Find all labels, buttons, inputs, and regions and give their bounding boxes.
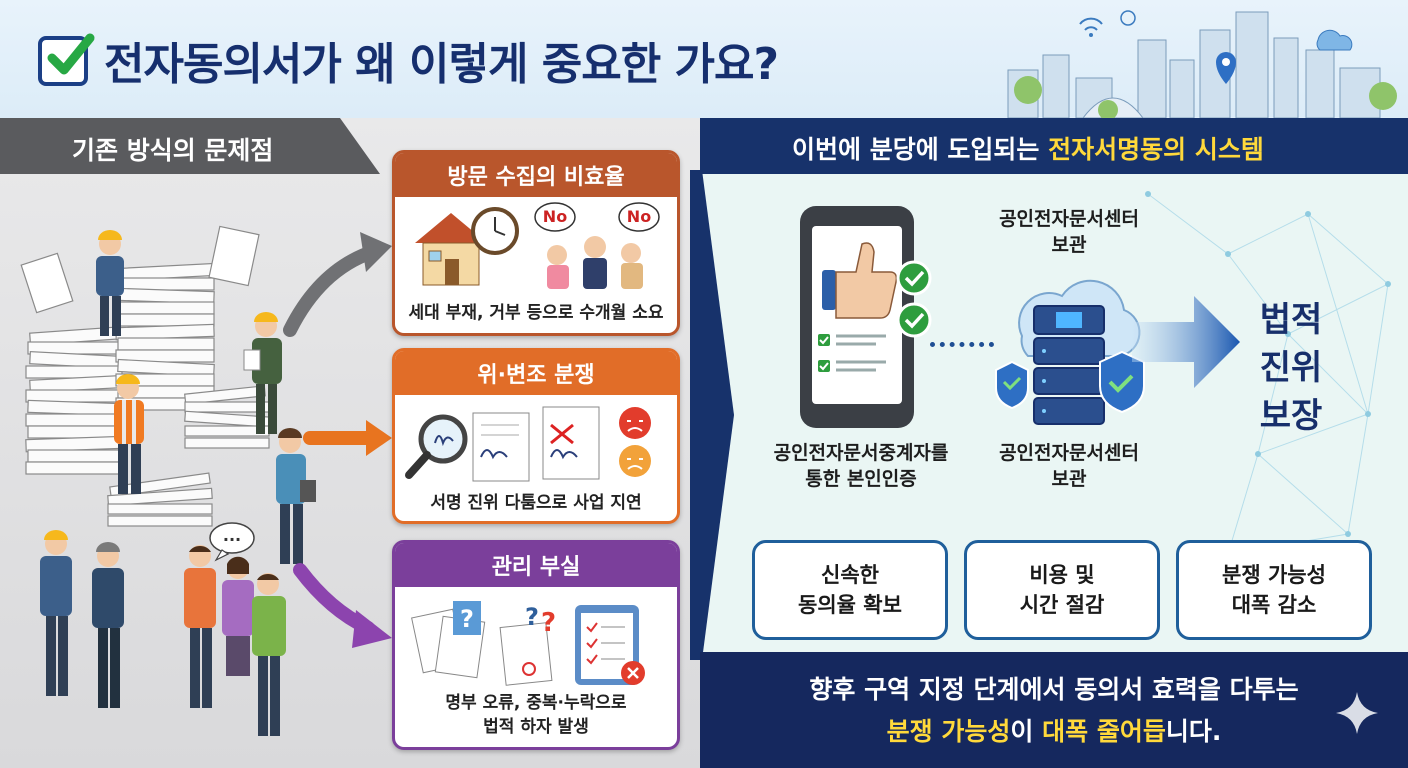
center-top-line1: 공인전자문서센터 [999, 208, 1139, 230]
card-mismanagement: 관리 부실 ? ? ? 명부 오류, 중복·누락으로 법적 하자 발생 [392, 540, 680, 750]
dotted-connector [930, 342, 994, 347]
house-clock-family-illustration [415, 202, 660, 289]
no-bubble-1: No [542, 207, 568, 226]
svg-text:?: ? [541, 608, 556, 638]
sparkle-icon [1336, 692, 1378, 734]
card-body: No No 세대 부재, 거부 등으로 수개월 소요 [395, 197, 677, 333]
benefit-line2: 동의율 확보 [798, 593, 902, 617]
phone-label-line1: 공인전자문서중계자를 [773, 442, 949, 464]
phone-approval-illustration [818, 242, 932, 372]
right-title-highlight: 전자서명동의 시스템 [1048, 135, 1264, 164]
right-section-header [700, 118, 1408, 174]
right-title-prefix: 이번에 분당에 도입되는 [792, 135, 1049, 164]
messy-documents-illustration: ? ? ? [411, 601, 645, 686]
center-bottom-line1: 공인전자문서센터 [999, 442, 1139, 464]
footer-line1: 향후 구역 지정 단계에서 동의서 효력을 다투는 [809, 675, 1299, 704]
svg-text:?: ? [460, 605, 474, 633]
footer-mid: 이 [1010, 717, 1043, 746]
benefit-line2: 대폭 감소 [1231, 593, 1317, 617]
no-bubble-2: No [626, 207, 652, 226]
benefit-line2: 시간 절감 [1019, 593, 1105, 617]
footer-line2: 분쟁 가능성이 대폭 줄어듭니다. [700, 712, 1408, 748]
page-title: 전자동의서가 왜 이렇게 중요한 가요? [104, 39, 779, 90]
section-divider-chevron [690, 170, 734, 660]
left-section-tab [0, 118, 380, 174]
svg-text:?: ? [525, 603, 539, 631]
paperwork-workers-illustration [20, 225, 392, 736]
network-background-pattern [1145, 191, 1391, 635]
benefit-line1: 분쟁 가능성 [1222, 563, 1326, 587]
center-top-label: 공인전자문서센터 보관 [974, 206, 1164, 258]
cloud-server-icon [995, 279, 1145, 425]
left-section-title: 기존 방식의 문제점 [72, 136, 274, 165]
phone-label-line2: 통한 본인인증 [805, 468, 917, 490]
phone-auth-label: 공인전자문서중계자를 통한 본인인증 [756, 440, 966, 492]
legal-line3: 보장 [1259, 396, 1323, 436]
footer-banner [700, 652, 1408, 768]
card-title: 관리 부실 [395, 543, 677, 587]
benefit-line1: 비용 및 [1029, 563, 1095, 587]
legal-arrow [1132, 296, 1240, 388]
checkbox-icon [38, 33, 95, 86]
benefit-box-consent: 신속한 동의율 확보 [752, 540, 948, 640]
center-top-line2: 보관 [1051, 234, 1087, 256]
magnifier-signature-illustration [405, 406, 651, 482]
card-caption: 세대 부재, 거부 등으로 수개월 소요 [408, 303, 664, 323]
footer-highlight-1: 분쟁 가능성 [886, 717, 1011, 746]
card-title: 위·변조 분쟁 [395, 351, 677, 395]
legal-line2: 진위 [1259, 348, 1323, 388]
city-skyline-illustration [1007, 10, 1397, 118]
speech-bubble-text: ... [222, 526, 242, 545]
benefit-box-cost: 비용 및 시간 절감 [964, 540, 1160, 640]
footer-end: 니다. [1165, 717, 1222, 746]
footer-highlight-2: 대폭 줄어듭 [1042, 717, 1166, 746]
benefit-line1: 신속한 [821, 563, 879, 587]
card-body: 서명 진위 다툼으로 사업 지연 [395, 395, 677, 521]
card-caption-line1: 명부 오류, 중복·누락으로 [445, 693, 627, 713]
legal-guarantee-label: 법적 진위 보장 [1246, 296, 1336, 440]
legal-line1: 법적 [1259, 300, 1323, 340]
card-visit-inefficiency: 방문 수집의 비효율 No No 세대 부재, 거부 등으로 수개월 소요 [392, 150, 680, 336]
card-body: ? ? ? 명부 오류, 중복·누락으로 법적 하자 발생 [395, 587, 677, 747]
card-forgery-dispute: 위·변조 분쟁 서명 진위 다툼으로 사업 지연 [392, 348, 680, 524]
card-caption: 서명 진위 다툼으로 사업 지연 [430, 493, 642, 513]
center-bottom-line2: 보관 [1051, 468, 1087, 490]
center-bottom-label: 공인전자문서센터 보관 [974, 440, 1164, 492]
benefit-box-dispute: 분쟁 가능성 대폭 감소 [1176, 540, 1372, 640]
card-title: 방문 수집의 비효율 [395, 153, 677, 197]
right-section-title: 이번에 분당에 도입되는 전자서명동의 시스템 [792, 130, 1264, 166]
header-banner: 전자동의서가 왜 이렇게 중요한 가요? [0, 0, 1408, 118]
card-caption-line2: 법적 하자 발생 [483, 717, 589, 737]
